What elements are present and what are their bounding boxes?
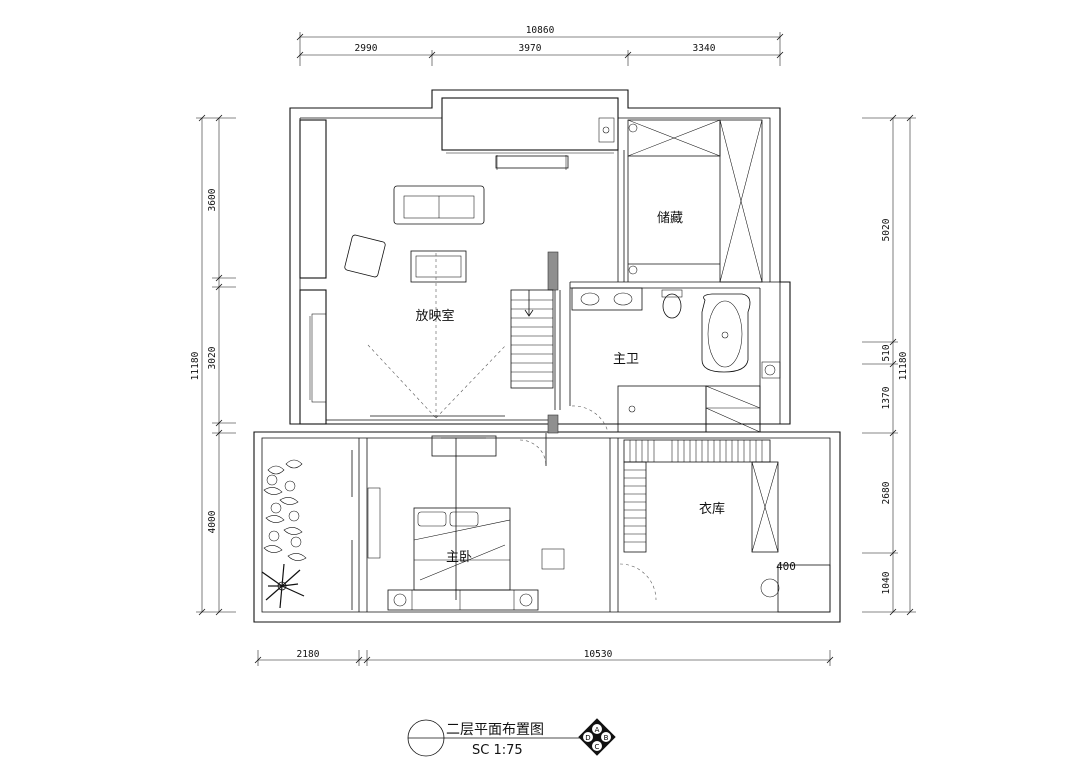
toilet-tank: [661, 289, 683, 298]
drawing-scale: SC 1:75: [472, 743, 523, 758]
bath-fixtures: [519, 287, 781, 467]
room-label-wardrobe: 衣库: [699, 501, 725, 517]
dim-right-seg-1: 5020: [881, 218, 892, 241]
column: [547, 414, 559, 434]
bedroom-tv-stand: [431, 435, 497, 457]
toilet: [662, 293, 682, 319]
bathtub: [701, 293, 751, 373]
room-label-theater: 放映室: [415, 308, 454, 324]
dim-left-seg-1: 3600: [207, 188, 218, 211]
tv-cabinet: [495, 155, 569, 169]
left-dimension-chain: 11180 3600 3020 4000: [190, 114, 236, 616]
dim-right-seg-3: 1370: [881, 386, 892, 409]
column: [547, 251, 559, 291]
top-dimension-chain: 10860 2990 3970 3340: [296, 25, 784, 66]
dim-bottom-seg-1: 2180: [297, 649, 320, 660]
balcony-sink: [598, 117, 615, 143]
room-label-master-bath: 主卫: [613, 352, 639, 367]
title-block: 二层平面布置图 SC 1:75 A B C D: [407, 718, 616, 758]
dim-top-total: 10860: [526, 25, 555, 36]
dim-top-seg-1: 2990: [355, 43, 378, 54]
dim-right-seg-4: 2680: [881, 481, 892, 504]
bedroom-furniture: [351, 435, 565, 611]
dim-bottom-seg-2: 10530: [584, 649, 613, 660]
bottom-dimension-chain: 2180 10530: [254, 649, 834, 666]
armchair: [344, 234, 386, 278]
dim-right-total: 11180: [898, 351, 909, 380]
wardrobe-fixtures: [619, 439, 831, 613]
exterior-walls: [253, 89, 841, 623]
compass-letter-b: B: [604, 734, 609, 742]
compass-letter-c: C: [595, 743, 600, 751]
dim-inner-400: 400: [776, 560, 796, 573]
double-vanity: [571, 287, 643, 311]
dim-left-total: 11180: [190, 351, 201, 380]
dim-right-seg-5: 1040: [881, 571, 892, 594]
compass-letter-d: D: [585, 734, 590, 742]
dim-left-seg-3: 4000: [207, 510, 218, 533]
dim-left-seg-2: 3020: [207, 346, 218, 369]
dim-top-seg-2: 3970: [519, 43, 542, 54]
coffee-table: [410, 250, 467, 283]
garden-plants: [261, 459, 307, 609]
projection-line: [367, 344, 437, 419]
balcony: [446, 117, 615, 170]
compass-icon: A B C D: [578, 718, 616, 756]
storage-fixtures: [627, 119, 763, 283]
compass-letter-a: A: [595, 726, 600, 734]
desk-chair: [541, 548, 565, 570]
right-dimension-chain: 11180 5020 510 1370 2680 1040: [862, 114, 916, 616]
drawing-title: 二层平面布置图: [446, 722, 544, 738]
dim-right-seg-2: 510: [881, 344, 892, 361]
theater-furniture: [309, 155, 569, 419]
room-label-master-bedroom: 主卧: [446, 550, 472, 565]
dim-top-seg-3: 3340: [693, 43, 716, 54]
sofa: [393, 185, 485, 225]
room-label-storage: 储藏: [657, 211, 683, 226]
staircase: [510, 289, 561, 410]
